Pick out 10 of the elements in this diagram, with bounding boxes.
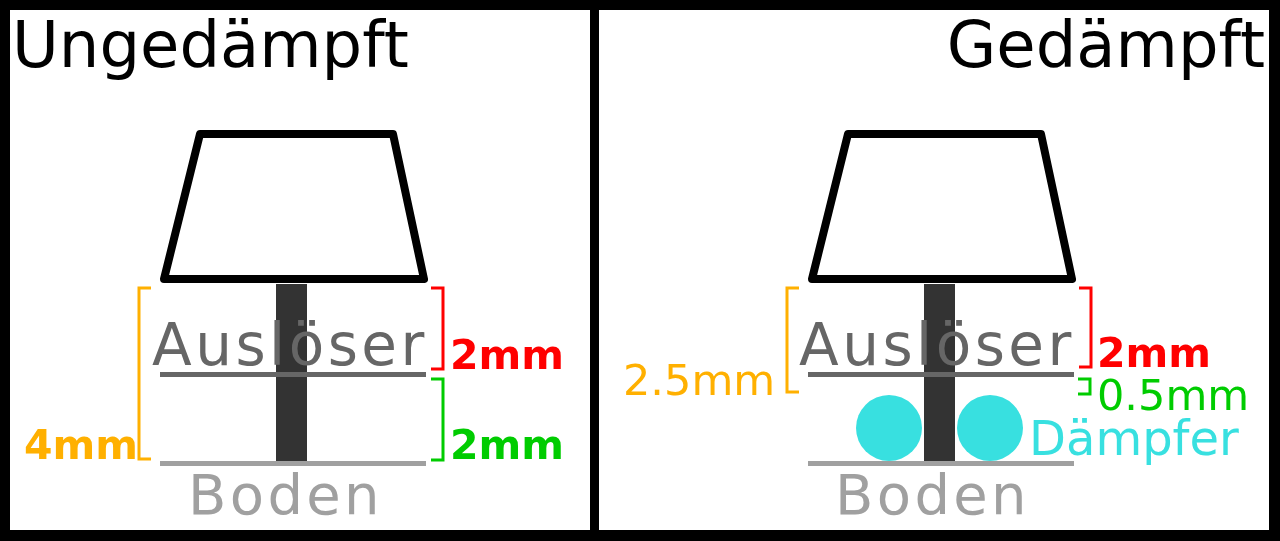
dimension-label: 2mm	[450, 335, 564, 376]
dimension-label: 2mm	[450, 425, 564, 466]
dimension-label: 0.5mm	[1097, 374, 1250, 417]
panel	[599, 10, 1269, 530]
dimension-label: 2.5mm	[623, 359, 776, 402]
part-label: Boden	[188, 467, 383, 523]
part-label: Boden	[835, 467, 1030, 523]
dimension-label: 4mm	[24, 425, 138, 466]
panel	[10, 10, 590, 530]
dimension-label: 2mm	[1097, 333, 1211, 374]
